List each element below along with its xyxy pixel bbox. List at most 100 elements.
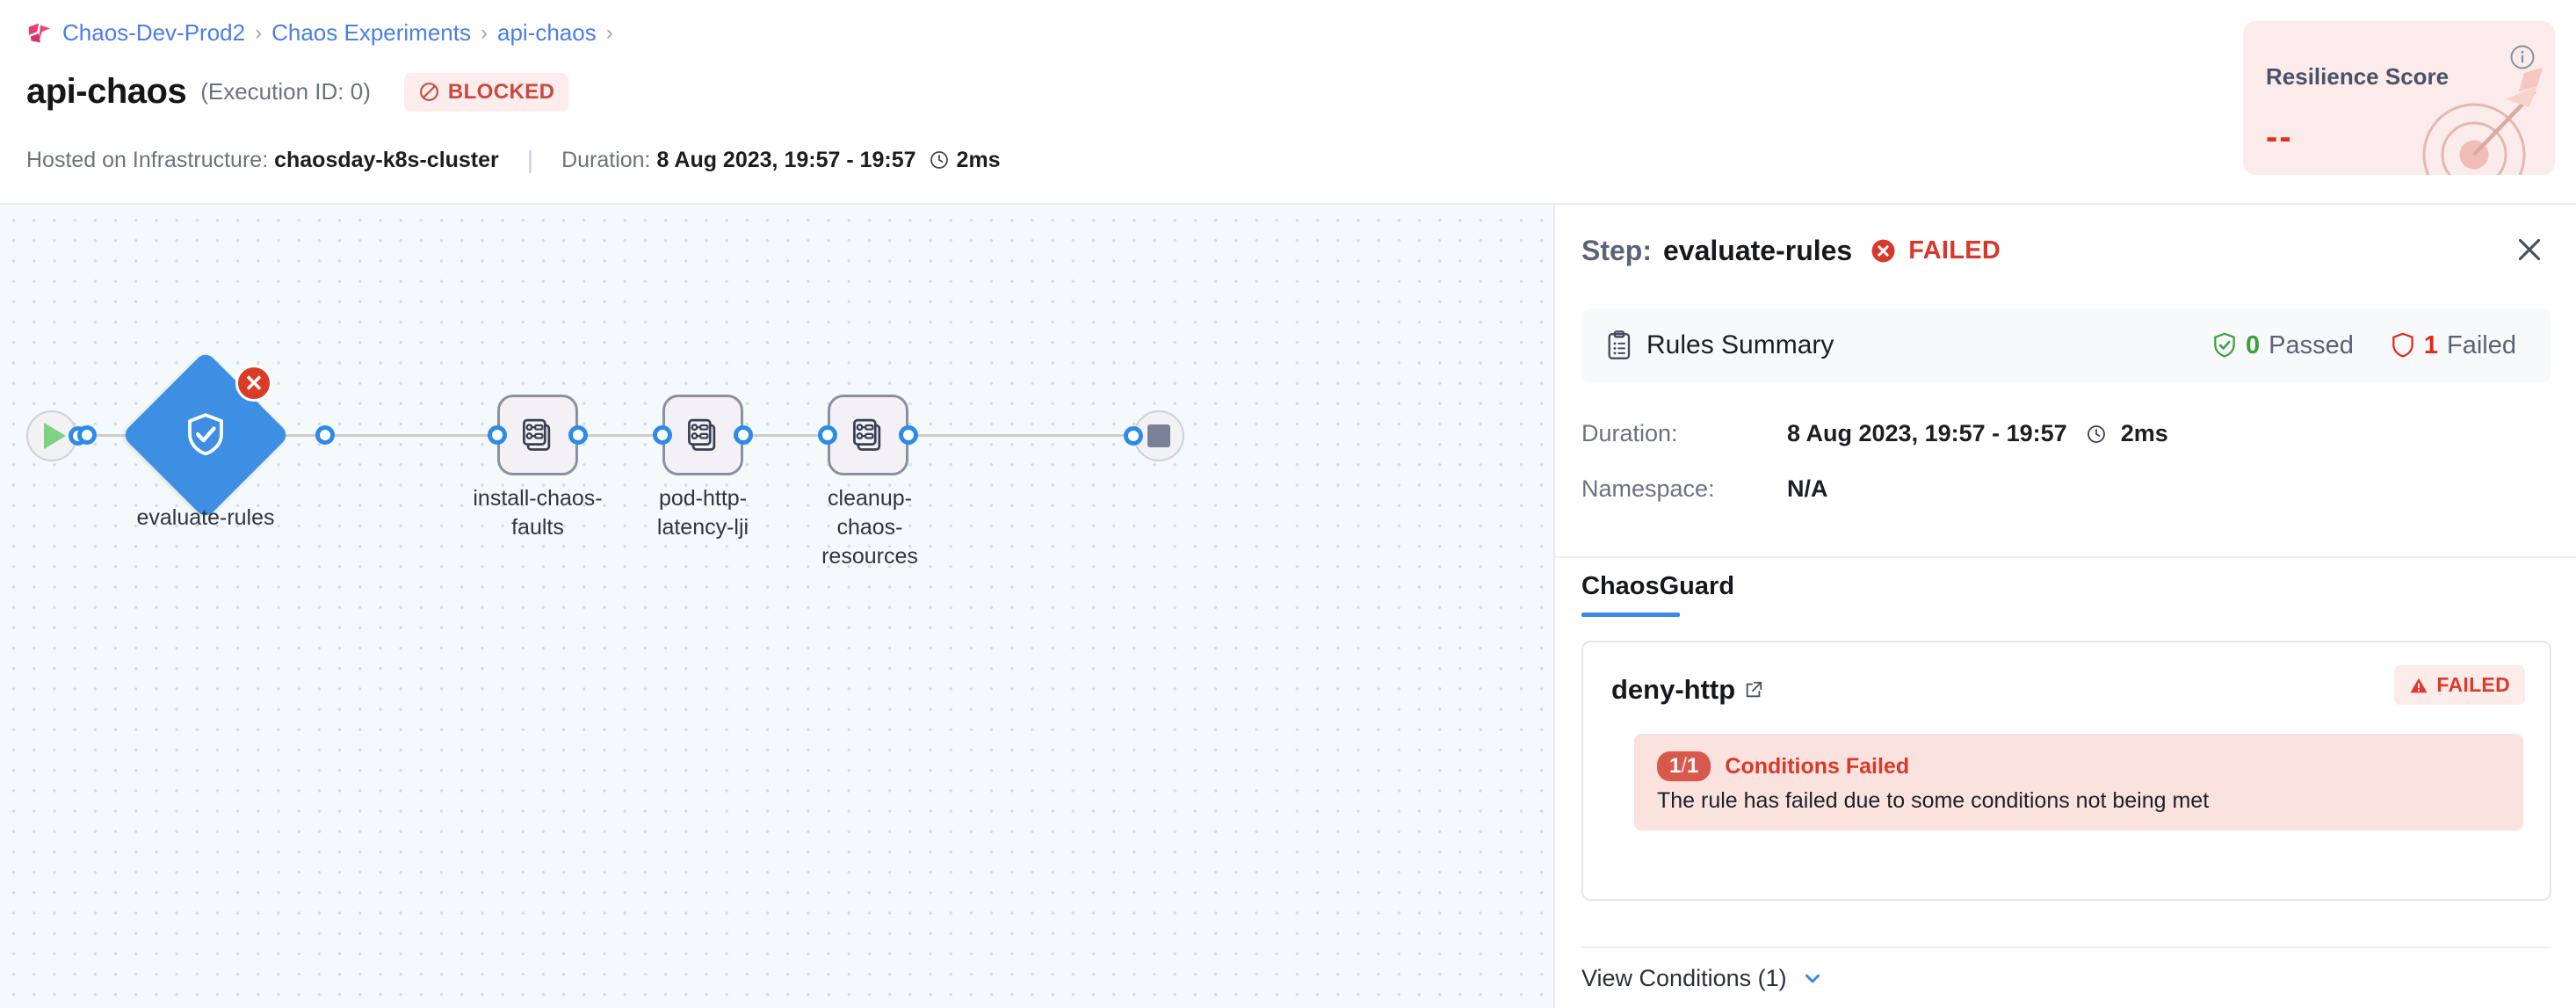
warning-triangle-icon [2410, 678, 2428, 693]
node-pod-http-latency-lji[interactable] [653, 395, 753, 475]
page-title: api-chaos [26, 72, 187, 111]
breadcrumb-item-0[interactable]: Chaos-Dev-Prod2 [62, 19, 246, 46]
page-header: Chaos-Dev-Prod2 › Chaos Experiments › ap… [0, 0, 2576, 205]
rule-header: deny-http [1611, 674, 1763, 706]
clock-icon [2088, 425, 2106, 443]
duration-value: 8 Aug 2023, 19:57 - 19:57 [656, 147, 916, 172]
rules-summary-stats: 0 Passed 1 Failed [2212, 331, 2516, 360]
rules-passed-count: 0 [2245, 330, 2261, 359]
breadcrumb-item-2[interactable]: api-chaos [496, 19, 597, 46]
start-node[interactable] [26, 410, 88, 461]
view-conditions-label: View Conditions (1) [1581, 964, 1787, 991]
rule-status-label: FAILED [2436, 673, 2510, 696]
rules-failed-count: 1 [2423, 330, 2438, 359]
node-pod-http-latency-lji-input-port[interactable] [653, 425, 672, 445]
detail-namespace-value: N/A [1787, 475, 1828, 502]
duration-label: Duration: [561, 147, 651, 172]
node-install-chaos-faults-input-port[interactable] [488, 425, 507, 445]
close-panel-button[interactable] [2511, 231, 2548, 268]
panel-header: Step: evaluate-rules FAILED [1555, 205, 2576, 303]
conditions-failed-row: 1/1 Conditions Failed [1657, 751, 1909, 781]
node-evaluate-rules-icon-wrap [146, 375, 265, 495]
node-label-pod-http-latency-lji: pod-http-latency-lji [656, 486, 749, 540]
end-node-input-port[interactable] [1124, 426, 1143, 446]
node-install-chaos-faults[interactable] [488, 395, 588, 475]
rules-passed-label: Passed [2268, 330, 2354, 359]
rules-passed-stat: 0 Passed [2212, 331, 2354, 360]
conditions-failed-count: 1 [1669, 754, 1682, 778]
rule-status-badge: FAILED [2394, 665, 2525, 705]
error-x-icon [1871, 239, 1895, 263]
pipeline-graph: ✕ [0, 205, 1553, 1008]
conditions-chip-separator: / [1681, 754, 1688, 778]
rules-summary-title: Rules Summary [1646, 330, 1834, 359]
info-icon[interactable] [2509, 44, 2536, 70]
detail-duration-elapsed: 2ms [2120, 420, 2168, 446]
node-label-install-chaos-faults: install-chaos-faults [473, 486, 603, 540]
node-cleanup-chaos-resources-input-port[interactable] [818, 425, 837, 445]
meta-row: Hosted on Infrastructure: chaosday-k8s-c… [26, 146, 1001, 174]
detail-namespace-key: Namespace: [1581, 475, 1715, 502]
step-title: Step: evaluate-rules FAILED [1581, 235, 2001, 267]
chaos-fault-icon [523, 418, 551, 451]
step-status: FAILED [1908, 236, 2001, 265]
status-badge-label: BLOCKED [447, 79, 555, 104]
infrastructure-label: Hosted on Infrastructure: [26, 147, 269, 172]
breadcrumb: Chaos-Dev-Prod2 › Chaos Experiments › ap… [26, 19, 613, 47]
rules-summary-card: Rules Summary 0 Passed 1 Failed [1581, 308, 2551, 382]
conditions-count-chip: 1/1 [1657, 751, 1711, 781]
rule-card-deny-http: deny-http FAILED 1/1 Conditions [1581, 641, 2551, 901]
title-row: api-chaos (Execution ID: 0) BLOCKED [26, 72, 569, 112]
error-x-icon[interactable]: ✕ [235, 365, 272, 402]
conditions-failed-alert: 1/1 Conditions Failed The rule has faile… [1634, 734, 2523, 830]
node-cleanup-chaos-resources-output-port[interactable] [899, 425, 918, 445]
rules-summary-left: Rules Summary [1606, 330, 1834, 360]
end-node[interactable] [1124, 410, 1184, 461]
stop-icon [1147, 424, 1170, 447]
edge-evaluate-to-install [235, 434, 499, 437]
edge-install-to-latency [520, 434, 685, 437]
execution-id: (Execution ID: 0) [200, 78, 371, 105]
external-link-icon[interactable] [1744, 680, 1763, 700]
close-icon [2518, 238, 2541, 261]
node-evaluate-rules[interactable]: ✕ [77, 350, 335, 520]
shield-check-icon [188, 413, 223, 456]
edge-cleanup-to-end [991, 434, 1140, 437]
edge-latency-to-cleanup [685, 434, 850, 437]
breadcrumb-separator: › [255, 20, 263, 45]
breadcrumb-separator-trailing: › [605, 20, 613, 45]
resilience-score-value: -- [2266, 118, 2293, 156]
chaos-fault-icon [853, 418, 881, 451]
node-pod-http-latency-lji-shape[interactable] [662, 395, 743, 475]
node-install-chaos-faults-shape[interactable] [497, 395, 578, 475]
node-evaluate-rules-output-port[interactable] [315, 425, 335, 445]
duration-elapsed: 2ms [956, 147, 1001, 172]
tab-chaosguard[interactable]: ChaosGuard [1581, 572, 1735, 600]
conditions-failed-title: Conditions Failed [1725, 753, 1910, 779]
node-install-chaos-faults-output-port[interactable] [568, 425, 588, 445]
step-prefix-label: Step: [1581, 235, 1652, 266]
conditions-total-count: 1 [1687, 754, 1699, 778]
rules-failed-label: Failed [2447, 330, 2516, 359]
status-badge: BLOCKED [403, 72, 569, 112]
shield-check-icon [2214, 332, 2235, 358]
panel-tabs: ChaosGuard [1555, 556, 2576, 617]
breadcrumb-item-1[interactable]: Chaos Experiments [271, 19, 471, 46]
dart-target-icon [2422, 68, 2543, 175]
clock-icon [930, 151, 948, 169]
node-cleanup-chaos-resources[interactable] [818, 395, 918, 475]
node-cleanup-chaos-resources-shape[interactable] [828, 395, 908, 475]
step-details-panel: Step: evaluate-rules FAILED [1553, 205, 2576, 1008]
play-icon [44, 423, 66, 449]
clipboard-icon [1608, 330, 1631, 359]
node-evaluate-rules-input-port[interactable] [77, 425, 97, 445]
pipeline-canvas[interactable]: ✕ [0, 205, 1553, 1008]
step-name: evaluate-rules [1663, 235, 1853, 266]
harness-logo-icon [28, 23, 51, 42]
chevron-down-icon [1805, 974, 1820, 983]
view-conditions-toggle[interactable]: View Conditions (1) [1581, 946, 2551, 1008]
node-pod-http-latency-lji-output-port[interactable] [734, 425, 753, 445]
conditions-failed-description: The rule has failed due to some conditio… [1657, 788, 2210, 813]
infrastructure-value: chaosday-k8s-cluster [274, 147, 499, 172]
